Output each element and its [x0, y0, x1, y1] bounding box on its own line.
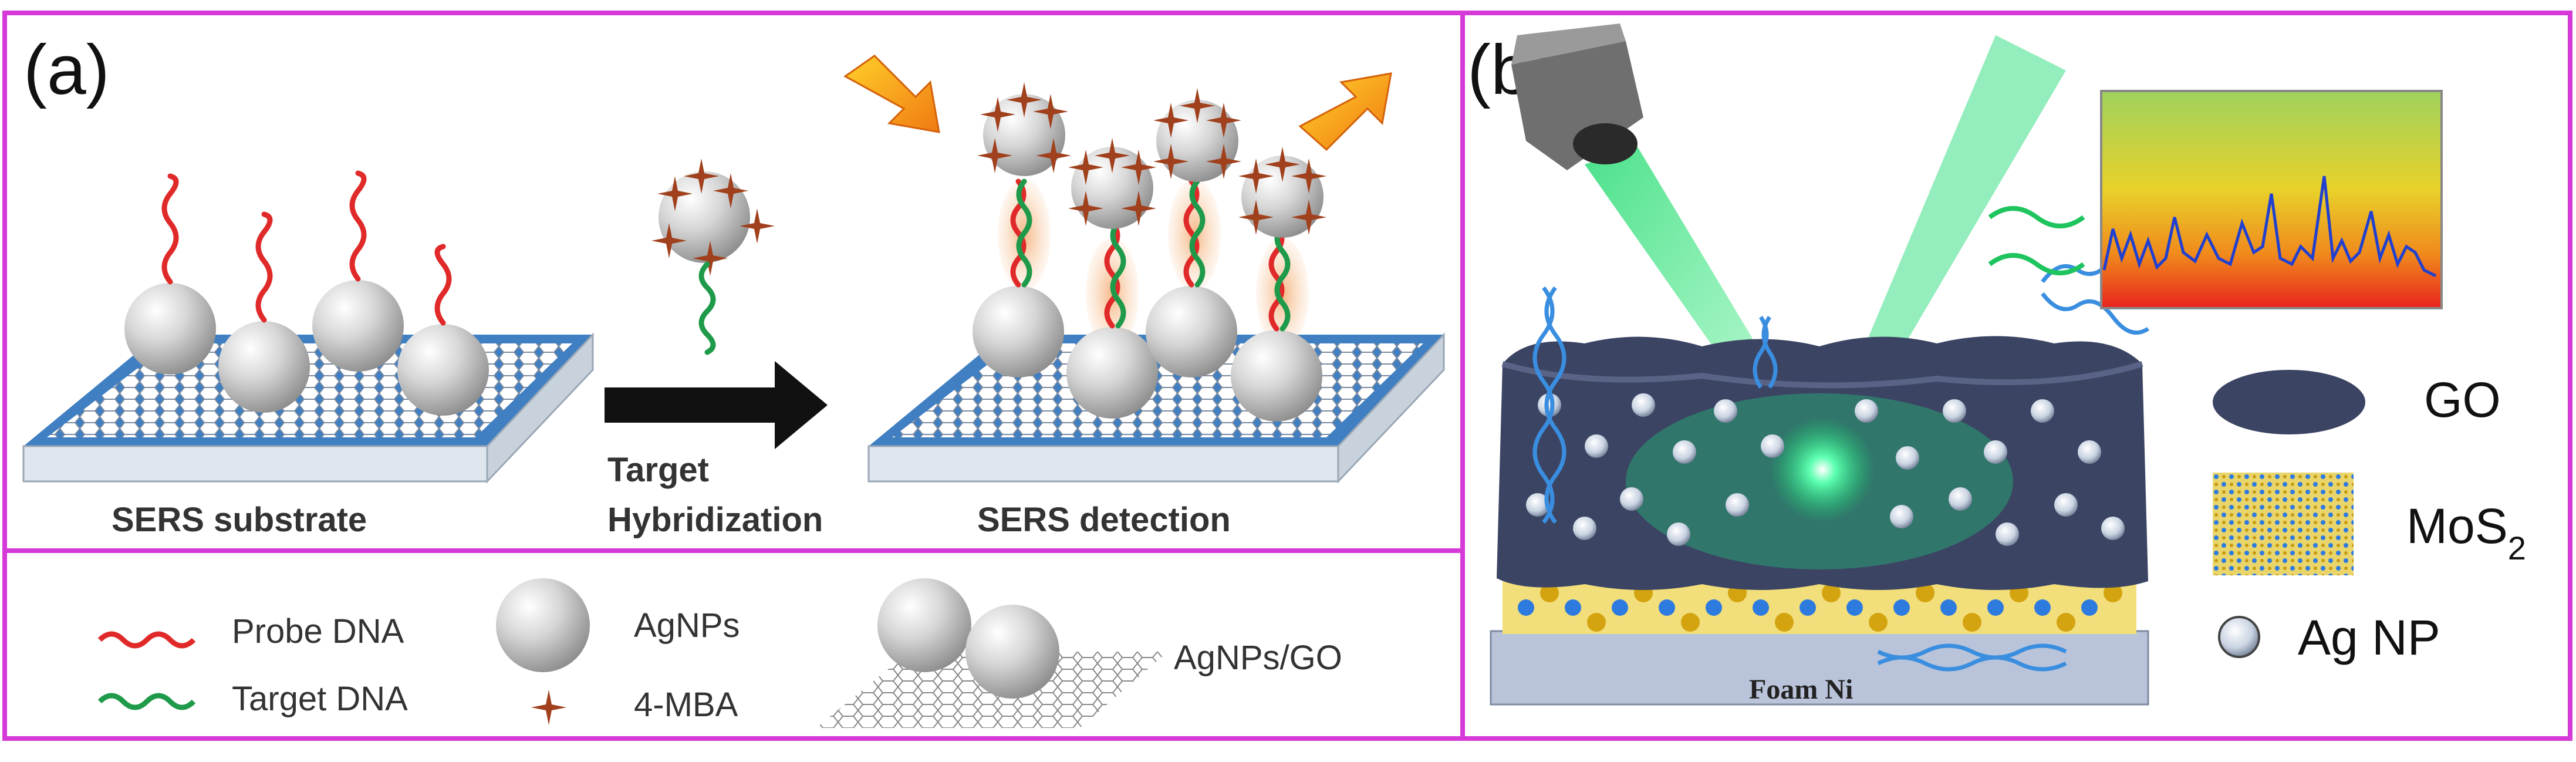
- incident-light-arrow: [843, 55, 940, 133]
- legend-mos2: MoS: [2406, 498, 2508, 554]
- legend-go: GO: [2424, 372, 2501, 427]
- objective-lens: [1511, 23, 1643, 170]
- legend-a: Probe DNA Target DNA AgNPs 4-MBA AgNPs/G…: [97, 578, 1342, 728]
- panel-a-label: (a): [23, 31, 110, 109]
- legend-target-dna: Target DNA: [232, 680, 408, 718]
- agnp-spheres-left: [124, 280, 489, 416]
- panel-b-frame: [1460, 11, 2572, 741]
- legend-agnps: AgNPs: [634, 606, 740, 645]
- hybridization-arrow: [605, 361, 828, 449]
- laser-spot: [1770, 417, 1875, 522]
- target-dna-legend-icon: [97, 693, 196, 710]
- legend-agnps-go: AgNPs/GO: [1174, 639, 1342, 677]
- probe-dna-left: [161, 170, 452, 326]
- foam-ni-label: Foam Ni: [1749, 674, 1853, 705]
- foam-ni-base: Foam Ni: [1490, 630, 2149, 706]
- legend-4-mba: 4-MBA: [634, 686, 738, 724]
- agnps-go-legend-icon: [816, 578, 1168, 728]
- ag-np-legend-icon: [2218, 616, 2260, 658]
- go-legend-icon: [2213, 370, 2365, 434]
- agnp-legend-icon: [496, 578, 590, 672]
- emission-arrows: [1988, 206, 2085, 275]
- scattered-light-arrow: [1298, 72, 1392, 151]
- caption-sers-substrate: SERS substrate: [112, 501, 367, 539]
- probe-dna-legend-icon: [97, 631, 196, 649]
- raman-spectrum: [2100, 90, 2443, 309]
- arrow-label-target: Target: [607, 451, 709, 489]
- floating-agnp-with-target: [651, 159, 775, 355]
- legend-mos2-subscript: 2: [2508, 530, 2526, 567]
- ag-nps-on-go: [1526, 393, 2125, 546]
- mos2-legend-icon: [2213, 473, 2354, 575]
- dna-helices: [1532, 240, 2149, 672]
- legend-b: GO MoS2 Ag NP: [2213, 370, 2526, 665]
- legend-ag-np: Ag NP: [2298, 610, 2440, 665]
- legend-probe-dna: Probe DNA: [232, 612, 404, 650]
- caption-sers-detection: SERS detection: [977, 501, 1231, 539]
- detection-assemblies: [973, 82, 1326, 422]
- mos2-layer: [1503, 581, 2136, 634]
- mba-legend-icon: [531, 690, 566, 725]
- arrow-label-hybridization: Hybridization: [607, 501, 823, 539]
- go-layer: [1497, 336, 2148, 590]
- svg-text:MoS2: MoS2: [2406, 498, 2526, 567]
